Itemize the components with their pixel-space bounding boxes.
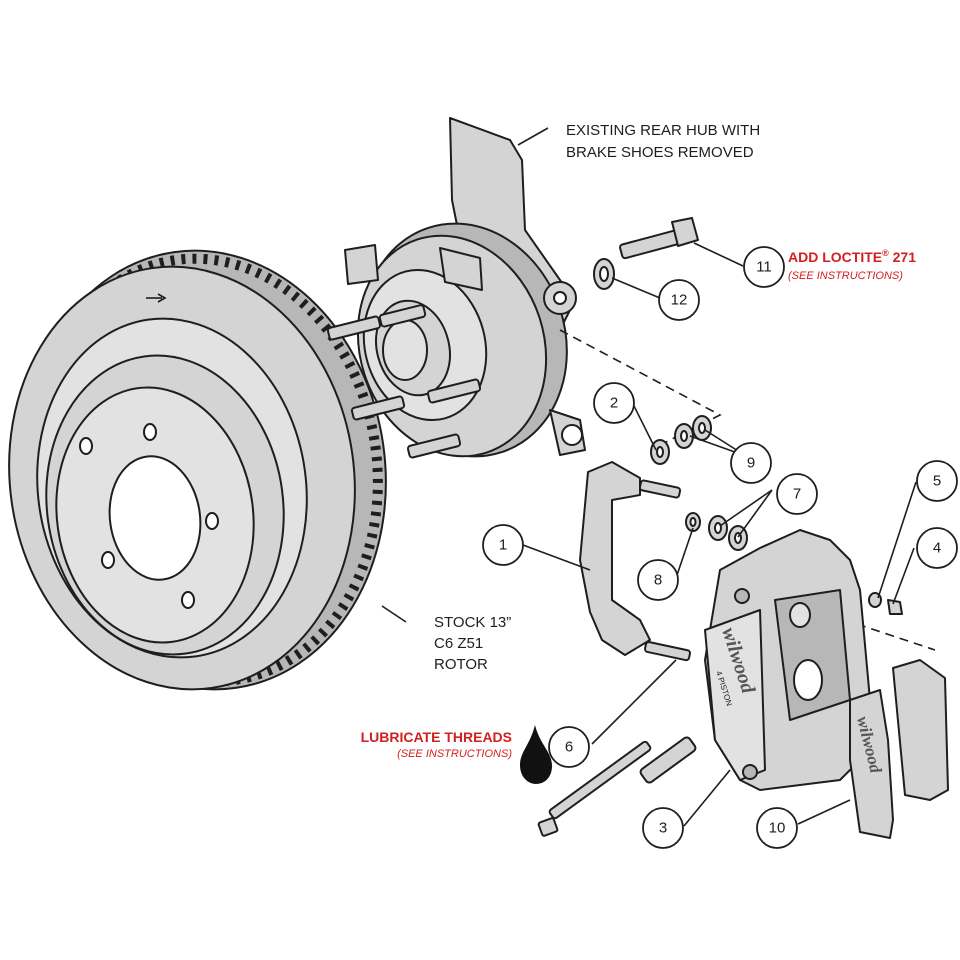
brake-pads: wilwood [849,659,949,839]
loctite-note: ADD LOCTITE® 271 (SEE INSTRUCTIONS) [788,248,916,282]
callout-12: 12 [658,279,700,321]
svg-text:9: 9 [747,455,755,472]
callout-4: 4 [916,527,958,569]
shim-washers [650,415,748,551]
leader-lines [381,127,917,827]
bolt-11 [619,217,699,260]
rotor-label-line1: STOCK 13” [434,614,511,631]
svg-text:8: 8 [654,572,662,589]
svg-text:5: 5 [933,473,941,490]
hub-label-line2: BRAKE SHOES REMOVED [566,144,754,161]
washer-12 [593,258,615,290]
callout-9: 9 [730,442,772,484]
callout-11: 11 [743,246,785,288]
svg-text:10: 10 [769,820,786,837]
callout-10: 10 [756,807,798,849]
oil-drop-icon [520,725,552,784]
svg-text:4: 4 [933,540,941,557]
svg-text:7: 7 [793,486,801,503]
rotor-label: STOCK 13” C6 Z51 ROTOR [434,614,511,673]
lube-sub: (SEE INSTRUCTIONS) [397,748,512,760]
callout-8: 8 [637,559,679,601]
rear-hub [326,117,586,459]
rotor-label-line3: ROTOR [434,656,488,673]
svg-text:6: 6 [565,739,573,756]
svg-text:11: 11 [756,259,772,276]
loctite-registered: ® [882,248,889,258]
lube-note: LUBRICATE THREADS (SEE INSTRUCTIONS) [361,729,513,760]
svg-text:2: 2 [610,395,618,412]
caliper: wilwood 4 PISTON [704,529,871,791]
loctite-sub: (SEE INSTRUCTIONS) [788,270,903,282]
loctite-main: ADD LOCTITE [788,249,882,265]
rotor [8,249,387,691]
hub-label: EXISTING REAR HUB WITH BRAKE SHOES REMOV… [566,122,760,161]
callout-7: 7 [776,473,818,515]
loctite-number: 271 [889,249,916,265]
callout-1: 1 [482,524,524,566]
rotor-label-line2: C6 Z51 [434,635,483,652]
lube-main: LUBRICATE THREADS [361,729,512,745]
svg-text:3: 3 [659,820,667,837]
svg-text:1: 1 [499,537,507,554]
spacer-sleeve [639,736,697,784]
callout-2: 2 [593,382,635,424]
svg-text:12: 12 [671,292,688,309]
rotation-arrow-icon [146,293,167,303]
callout-6: 6 [548,726,590,768]
caliper-bracket [579,461,691,662]
bleeder-screw [868,592,903,615]
callout-5: 5 [916,460,958,502]
svg-text:ADD LOCTITE® 271: ADD LOCTITE® 271 [788,248,916,265]
wheel-studs [326,304,482,459]
mounting-bolt [537,740,652,837]
callout-3: 3 [642,807,684,849]
hub-label-line1: EXISTING REAR HUB WITH [566,122,760,139]
